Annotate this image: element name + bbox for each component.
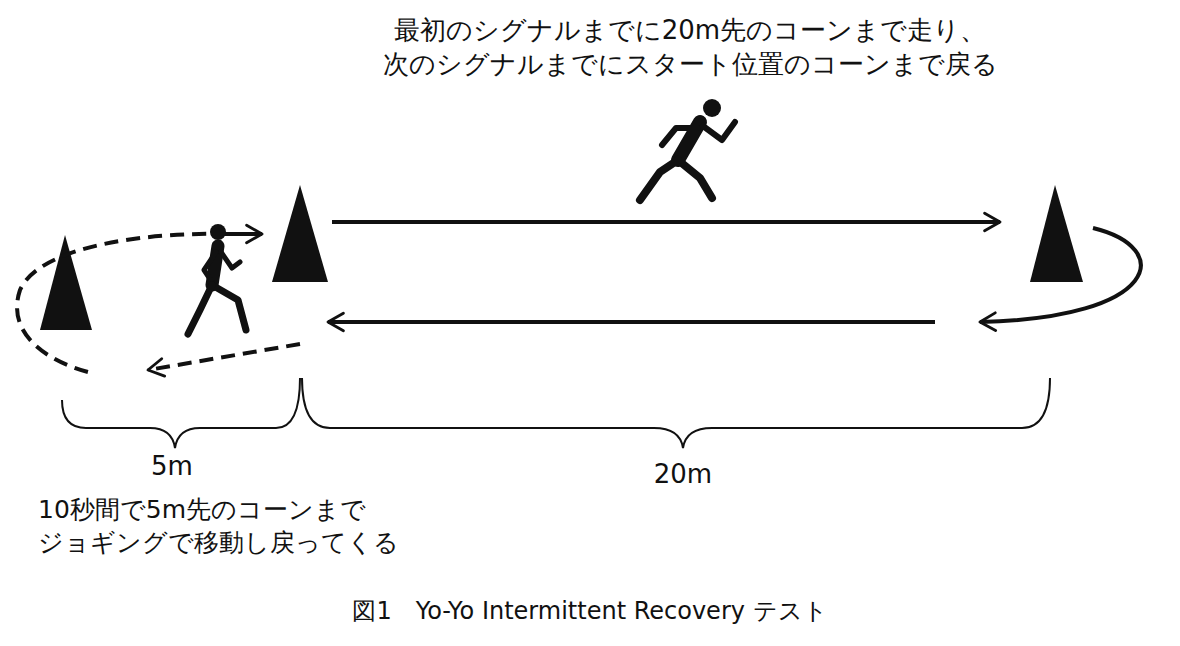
dimension-label: 20m <box>633 458 733 492</box>
return-arrow <box>328 320 935 324</box>
dimension-brace <box>62 378 300 448</box>
dimension-label: 5m <box>132 450 212 484</box>
cone <box>272 185 328 282</box>
jog-arrow <box>222 232 262 236</box>
figure-caption: 図1 Yo-Yo Intermittent Recovery テスト <box>240 596 940 627</box>
instruction-note: 10秒間で5m先のコーンまで ジョギングで移動し戻ってくる <box>38 494 458 559</box>
jog-path <box>17 234 228 372</box>
cone <box>1030 185 1083 282</box>
jog-arrow <box>148 344 300 370</box>
dimension-brace <box>302 378 1050 448</box>
sprinter <box>640 99 735 200</box>
turn-arrow <box>980 228 1141 322</box>
instruction-note: 最初のシグナルまでに20m先のコーンまで走り、 次のシグナルまでにスタート位置の… <box>360 14 1020 82</box>
run-arrow <box>332 220 1000 224</box>
jogger <box>188 224 246 334</box>
